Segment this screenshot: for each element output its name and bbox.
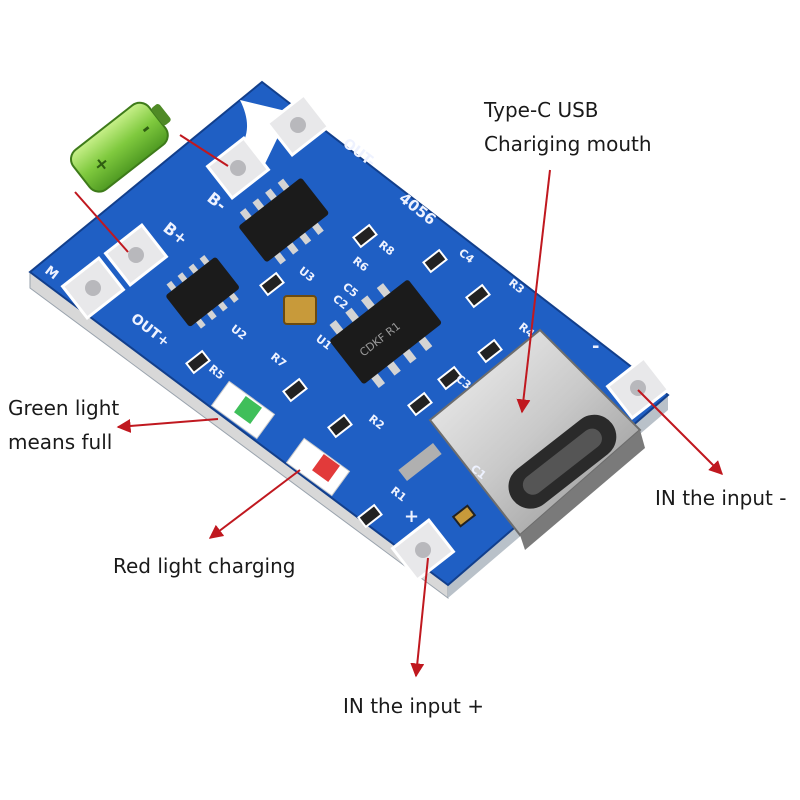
pad-b-minus: [205, 135, 271, 201]
led-green: [210, 380, 276, 440]
arrow-red-light: [208, 469, 301, 539]
pad-b-plus: [103, 222, 169, 288]
callout-usb-line1: Type-C USB: [484, 98, 599, 122]
pad-in-minus: [605, 355, 671, 421]
smd-components: [185, 223, 503, 529]
chip-mosfet: [166, 255, 239, 329]
pad-top: [265, 92, 331, 158]
chip-charger: CDKF R1: [329, 280, 442, 388]
callout-in-plus: IN the input +: [343, 694, 484, 718]
arrow-in-minus: [637, 389, 723, 475]
label-pad-plus: +: [404, 506, 419, 527]
callout-usb-line2: Chariging mouth: [484, 132, 652, 156]
pad-out-plus: [60, 255, 126, 321]
led-red: [285, 437, 351, 497]
arrow-green-light: [116, 418, 219, 433]
arrow-usb: [516, 169, 551, 414]
line-battery-plus: [74, 191, 129, 253]
callout-green-line1: Green light: [8, 396, 120, 420]
pad-in-plus: [390, 517, 456, 583]
line-battery-minus: [179, 134, 229, 167]
battery-icon: + -: [70, 101, 171, 193]
callout-green-line2: means full: [8, 430, 113, 454]
chip-protection: [239, 178, 329, 265]
arrow-in-plus: [410, 557, 429, 678]
usb-c-connector: [398, 328, 645, 550]
callout-red-light: Red light charging: [113, 554, 296, 578]
label-pad-minus: -: [592, 336, 599, 357]
callout-in-minus: IN the input -: [655, 486, 787, 510]
